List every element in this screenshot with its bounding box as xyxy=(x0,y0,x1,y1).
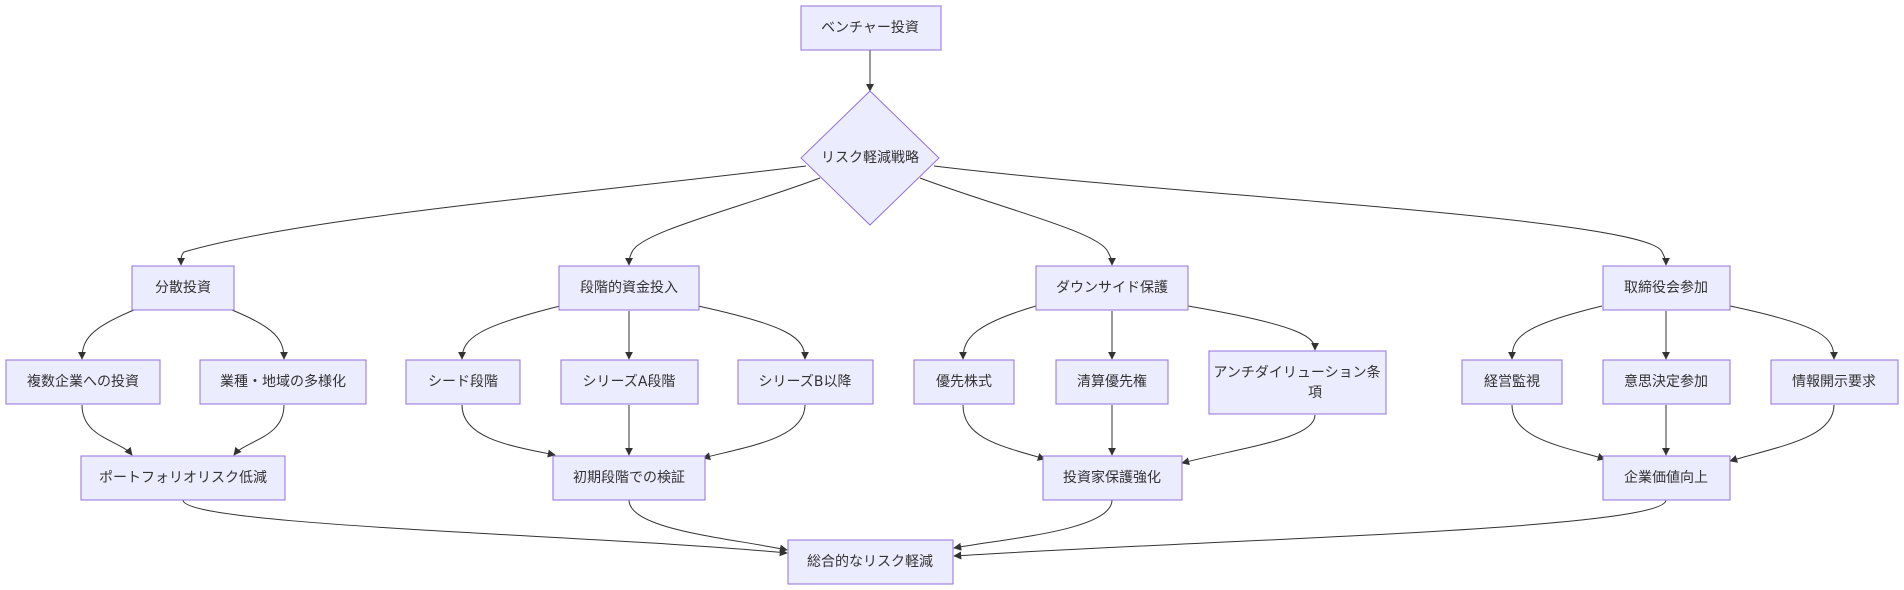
node-antidilution-label-line2: 項 xyxy=(1308,385,1322,401)
node-investor-protect-label: 投資家保護強化 xyxy=(1063,469,1161,486)
node-decision-label: 意思決定参加 xyxy=(1624,373,1708,390)
node-seed: シード段階 xyxy=(405,359,521,405)
node-venture-label: ベンチャー投資 xyxy=(821,20,919,36)
edge-portfolio-total xyxy=(182,499,788,557)
node-preferred-label: 優先株式 xyxy=(936,374,992,390)
node-value-up: 企業価値向上 xyxy=(1602,455,1731,501)
node-downside-label: ダウンサイド保護 xyxy=(1056,280,1168,296)
node-series-a-label: シリーズA段階 xyxy=(583,374,676,390)
node-board: 取締役会参加 xyxy=(1602,265,1731,311)
node-board-label: 取締役会参加 xyxy=(1624,279,1708,296)
node-staged: 段階的資金投入 xyxy=(558,265,700,311)
node-series-b-label: シリーズB以降 xyxy=(759,374,852,390)
node-staged-label: 段階的資金投入 xyxy=(580,280,678,296)
node-antidilution: アンチダイリューション条 項 xyxy=(1208,350,1387,415)
node-total: 総合的なリスク軽減 xyxy=(787,539,954,585)
node-strategy-label: リスク軽減戦略 xyxy=(821,149,919,166)
node-strategy: リスク軽減戦略 xyxy=(800,90,940,226)
edge-board-disclosure xyxy=(1729,305,1838,360)
node-series-b: シリーズB以降 xyxy=(737,359,874,405)
node-series-a: シリーズA段階 xyxy=(560,359,699,405)
edge-antidilution-investor xyxy=(1181,414,1316,466)
node-seed-label: シード段階 xyxy=(428,374,498,390)
edge-value-total xyxy=(953,499,1667,560)
edge-board-monitoring xyxy=(1508,305,1603,360)
node-liquidation: 清算優先権 xyxy=(1055,359,1169,405)
edge-strategy-staged xyxy=(625,177,821,266)
node-decision: 意思決定参加 xyxy=(1602,359,1731,405)
edge-strategy-downside xyxy=(919,177,1116,266)
edge-early-total xyxy=(628,499,788,553)
node-monitoring: 経営監視 xyxy=(1461,359,1563,405)
node-portfolio-risk: ポートフォリオリスク低減 xyxy=(80,455,286,501)
node-diversify: 分散投資 xyxy=(131,265,235,311)
edge-downside-preferred xyxy=(959,305,1037,360)
edge-diversify-multi xyxy=(78,309,135,360)
node-industry-region: 業種・地域の多様化 xyxy=(199,359,367,405)
edges xyxy=(78,50,1838,560)
node-diversify-label: 分散投資 xyxy=(155,280,211,296)
edge-seriesb-early xyxy=(702,404,806,461)
node-antidilution-label-line1: アンチダイリューション条 xyxy=(1213,364,1380,381)
node-venture: ベンチャー投資 xyxy=(800,5,942,51)
edge-strategy-diversify xyxy=(177,165,807,266)
node-industry-region-label: 業種・地域の多様化 xyxy=(220,373,346,390)
node-disclosure: 情報開示要求 xyxy=(1770,359,1899,405)
edge-staged-seed xyxy=(458,305,561,360)
node-early-verify: 初期段階での検証 xyxy=(552,455,706,501)
edge-disclosure-value xyxy=(1729,404,1835,463)
edge-staged-seriesb xyxy=(697,305,809,360)
edge-investor-total xyxy=(953,499,1113,551)
node-early-verify-label: 初期段階での検証 xyxy=(573,469,685,486)
edge-industry-portfolio xyxy=(233,404,285,456)
edge-preferred-investor xyxy=(962,404,1046,461)
edge-seed-early xyxy=(461,404,556,458)
node-total-label: 総合的なリスク軽減 xyxy=(807,553,933,570)
node-disclosure-label: 情報開示要求 xyxy=(1792,374,1876,390)
node-monitoring-label: 経営監視 xyxy=(1484,373,1540,390)
node-downside: ダウンサイド保護 xyxy=(1035,265,1189,311)
node-preferred: 優先株式 xyxy=(913,359,1015,405)
edge-downside-antidilution xyxy=(1187,305,1319,351)
edge-multi-portfolio xyxy=(81,404,133,456)
edge-monitoring-value xyxy=(1511,404,1606,461)
node-multi-company-label: 複数企業への投資 xyxy=(27,373,139,390)
node-investor-protect: 投資家保護強化 xyxy=(1042,455,1183,501)
node-liquidation-label: 清算優先権 xyxy=(1077,373,1147,390)
edge-diversify-industry xyxy=(231,309,288,360)
node-portfolio-risk-label: ポートフォリオリスク低減 xyxy=(99,469,267,486)
node-multi-company: 複数企業への投資 xyxy=(5,359,161,405)
node-value-up-label: 企業価値向上 xyxy=(1624,469,1708,486)
edge-strategy-board xyxy=(933,165,1670,266)
